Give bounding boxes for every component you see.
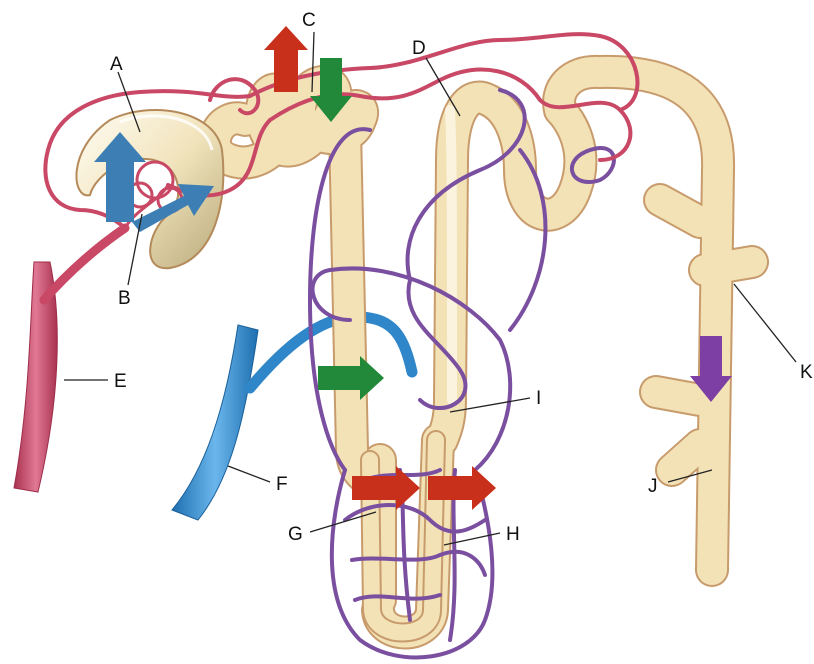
renal-artery — [14, 228, 125, 492]
label-a: A — [110, 54, 123, 75]
label-i: I — [536, 388, 541, 409]
label-d: D — [412, 38, 426, 59]
label-h: H — [506, 524, 520, 545]
label-f: F — [276, 474, 288, 495]
label-j: J — [648, 476, 658, 497]
nephron-tubule — [215, 72, 752, 633]
label-e: E — [114, 371, 127, 392]
label-b: B — [118, 288, 131, 309]
label-c: C — [302, 10, 316, 31]
label-g: G — [288, 524, 303, 545]
label-k: K — [800, 362, 813, 383]
